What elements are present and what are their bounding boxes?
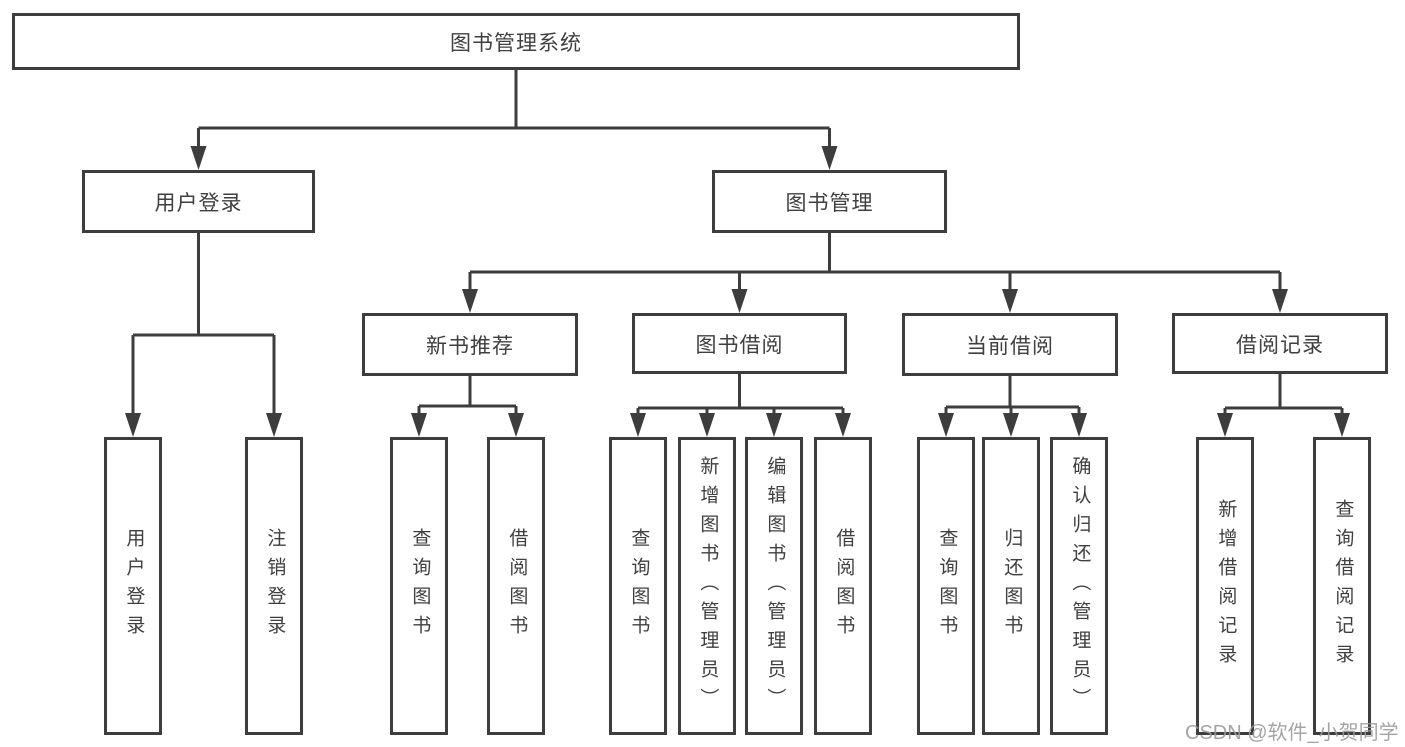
node-label: 确认归还（管理员） bbox=[1069, 455, 1091, 717]
leaf-confirm-return-admin: 确认归还（管理员） bbox=[1050, 437, 1108, 735]
node-label: 查询图书 bbox=[409, 528, 431, 644]
node-label: 注销登录 bbox=[264, 528, 286, 644]
node-label: 归还图书 bbox=[1001, 528, 1023, 644]
leaf-borrow-books-recommend: 借阅图书 bbox=[487, 437, 545, 735]
leaf-query-books-current: 查询图书 bbox=[917, 437, 975, 735]
edge-book-borrow-children bbox=[630, 374, 851, 437]
node-label: 当前借阅 bbox=[966, 334, 1054, 358]
node-book-management: 图书管理 bbox=[712, 170, 947, 233]
leaf-borrow-books: 借阅图书 bbox=[814, 437, 872, 735]
node-label: 新书推荐 bbox=[426, 334, 514, 358]
leaf-query-books-recommend: 查询图书 bbox=[390, 437, 448, 735]
node-label: 新增图书（管理员） bbox=[697, 455, 719, 717]
node-label: 用户登录 bbox=[123, 528, 145, 644]
leaf-return-books: 归还图书 bbox=[982, 437, 1040, 735]
leaf-query-books-borrow: 查询图书 bbox=[609, 437, 667, 735]
node-label: 编辑图书（管理员） bbox=[764, 455, 786, 717]
node-label: 借阅图书 bbox=[506, 528, 528, 644]
csdn-watermark: CSDN @软件_小贺同学 bbox=[1185, 722, 1399, 744]
node-label: 图书借阅 bbox=[695, 333, 784, 357]
edge-borrow-records-children bbox=[1217, 374, 1350, 437]
leaf-user-login: 用户登录 bbox=[104, 437, 162, 735]
node-borrow-records: 借阅记录 bbox=[1172, 313, 1388, 374]
node-user-login: 用户登录 bbox=[82, 170, 315, 233]
edge-new-book-recommend-children bbox=[411, 376, 524, 437]
edge-current-borrow-children bbox=[938, 376, 1087, 437]
leaf-add-borrow-record: 新增借阅记录 bbox=[1196, 437, 1254, 735]
node-current-borrow: 当前借阅 bbox=[902, 313, 1118, 376]
node-book-borrow: 图书借阅 bbox=[632, 313, 847, 374]
node-library-management-system: 图书管理系统 bbox=[12, 13, 1020, 70]
edge-book-management-children bbox=[462, 233, 1288, 313]
node-label: 图书管理系统 bbox=[450, 31, 582, 55]
edge-user-login-children bbox=[125, 233, 282, 437]
edge-root-to-branches bbox=[190, 70, 838, 170]
node-label: 查询图书 bbox=[628, 528, 650, 644]
node-label: 借阅记录 bbox=[1236, 333, 1324, 357]
node-label: 图书管理 bbox=[785, 191, 874, 215]
leaf-add-books-admin: 新增图书（管理员） bbox=[678, 437, 736, 735]
node-label: 新增借阅记录 bbox=[1215, 499, 1237, 673]
node-label: 用户登录 bbox=[154, 191, 243, 215]
leaf-edit-books-admin: 编辑图书（管理员） bbox=[745, 437, 803, 735]
node-new-book-recommend: 新书推荐 bbox=[362, 313, 578, 376]
node-label: 查询图书 bbox=[936, 528, 958, 644]
node-label: 查询借阅记录 bbox=[1332, 499, 1354, 673]
leaf-logout: 注销登录 bbox=[245, 437, 303, 735]
node-label: 借阅图书 bbox=[833, 528, 855, 644]
leaf-query-borrow-record: 查询借阅记录 bbox=[1313, 437, 1371, 735]
